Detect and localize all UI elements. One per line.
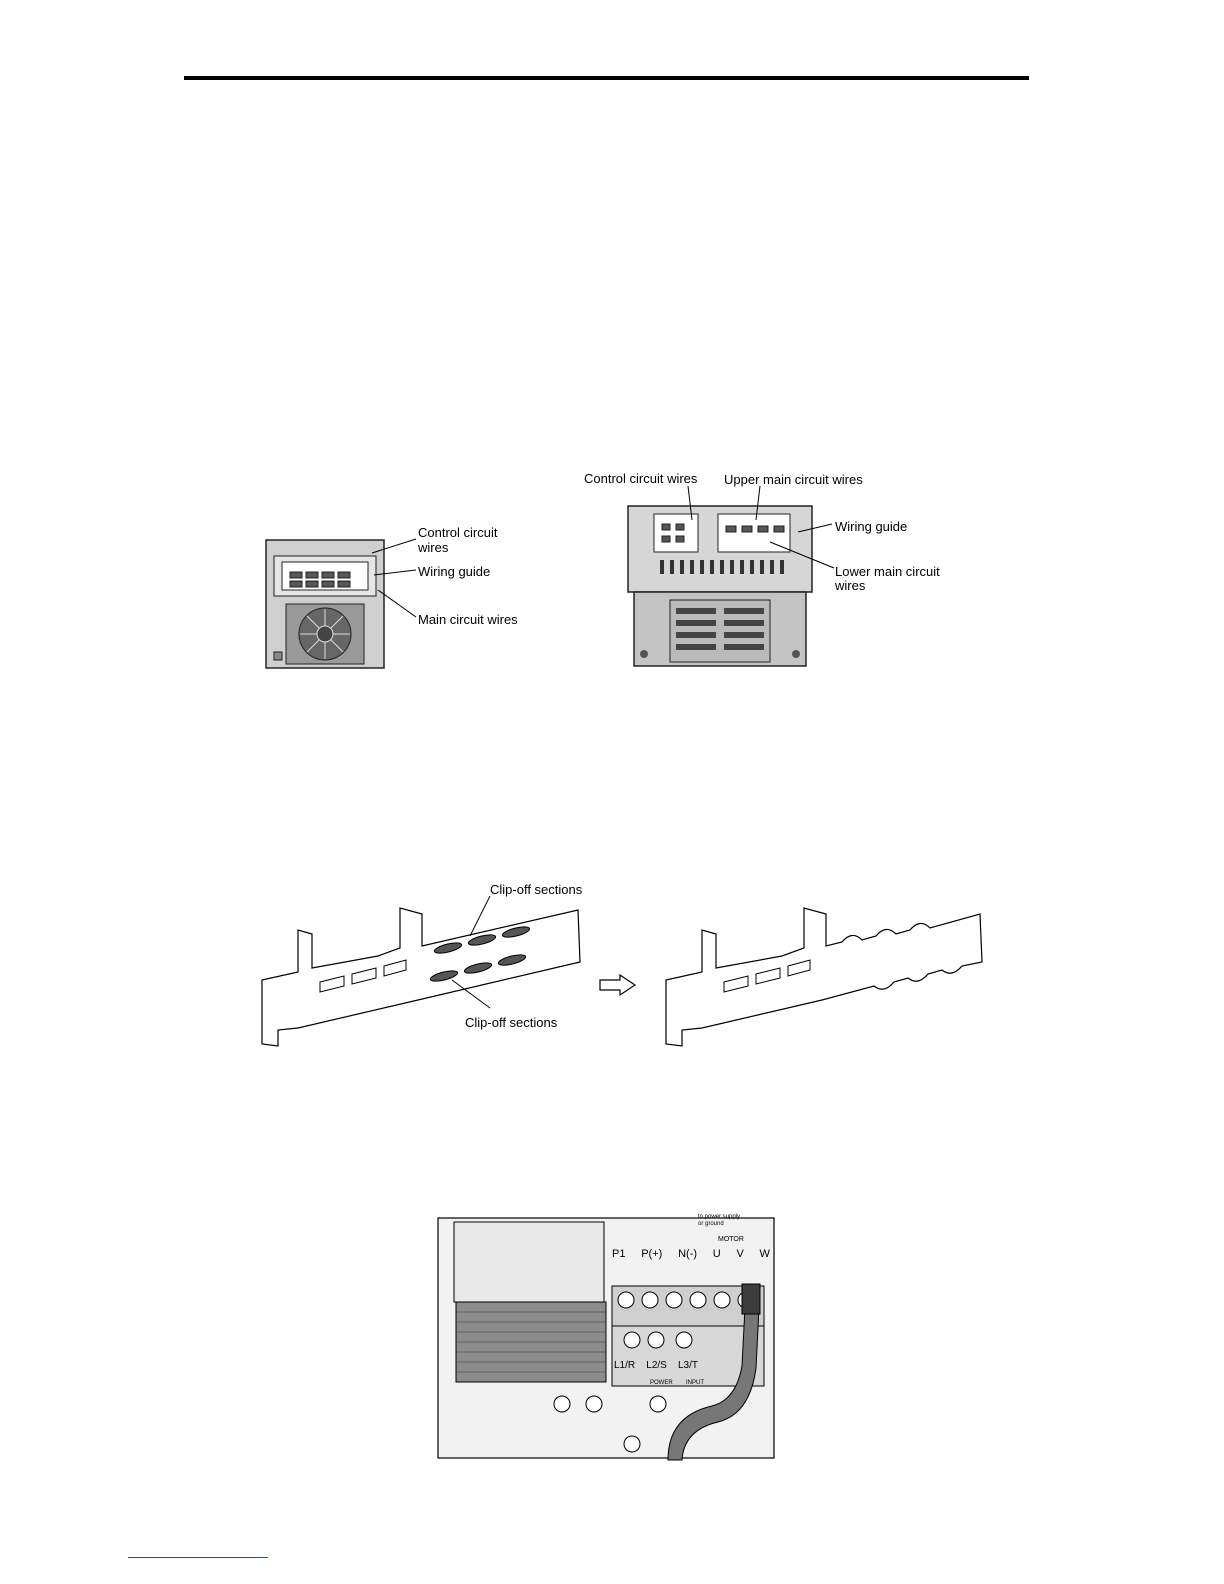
supply-note: to power supply or ground [698, 1214, 740, 1228]
callout-upper-main-circuit: Upper main circuit wires [724, 472, 863, 487]
terminal-labels-bottom: L1/R L2/S L3/T [614, 1360, 698, 1371]
terminal-l3t: L3/T [678, 1360, 698, 1371]
terminal-p1: P1 [612, 1248, 625, 1260]
supply-note-line-2: or ground [698, 1221, 740, 1228]
power-label: POWER [650, 1380, 673, 1386]
motor-label: MOTOR [718, 1236, 744, 1243]
clip-off-label-bottom: Clip-off sections [465, 1015, 557, 1030]
callout-wiring-guide-left: Wiring guide [418, 564, 490, 579]
callout-control-circuit-left-2: wires [418, 540, 448, 555]
terminal-l2s: L2/S [646, 1360, 667, 1371]
clip-callout-lines [440, 890, 520, 1020]
footer-link-underline [128, 1557, 268, 1558]
terminal-u: U [713, 1248, 721, 1260]
clip-off-label-top: Clip-off sections [490, 882, 582, 897]
callout-lower-main-circuit-2: wires [835, 578, 865, 593]
callout-control-circuit-left: Control circuit [418, 525, 497, 540]
right-callout-lines [660, 486, 840, 586]
wiring-guide-after [662, 900, 986, 1050]
callout-main-circuit-left: Main circuit wires [418, 612, 518, 627]
callout-lower-main-circuit: Lower main circuit [835, 564, 940, 579]
supply-note-line-1: to power supply [698, 1214, 740, 1221]
terminal-l1r: L1/R [614, 1360, 635, 1371]
left-callout-lines [360, 535, 420, 625]
callout-control-circuit-right: Control circuit wires [584, 471, 697, 486]
callout-wiring-guide-right: Wiring guide [835, 519, 907, 534]
arrow-right-icon [598, 974, 638, 996]
terminal-w: W [760, 1248, 770, 1260]
terminal-v: V [736, 1248, 743, 1260]
terminal-p-plus: P(+) [641, 1248, 662, 1260]
header-rule [184, 76, 1029, 80]
input-label: INPUT [686, 1380, 704, 1386]
terminal-n-minus: N(-) [678, 1248, 697, 1260]
terminal-labels-top: P1 P(+) N(-) U V W [612, 1248, 770, 1260]
